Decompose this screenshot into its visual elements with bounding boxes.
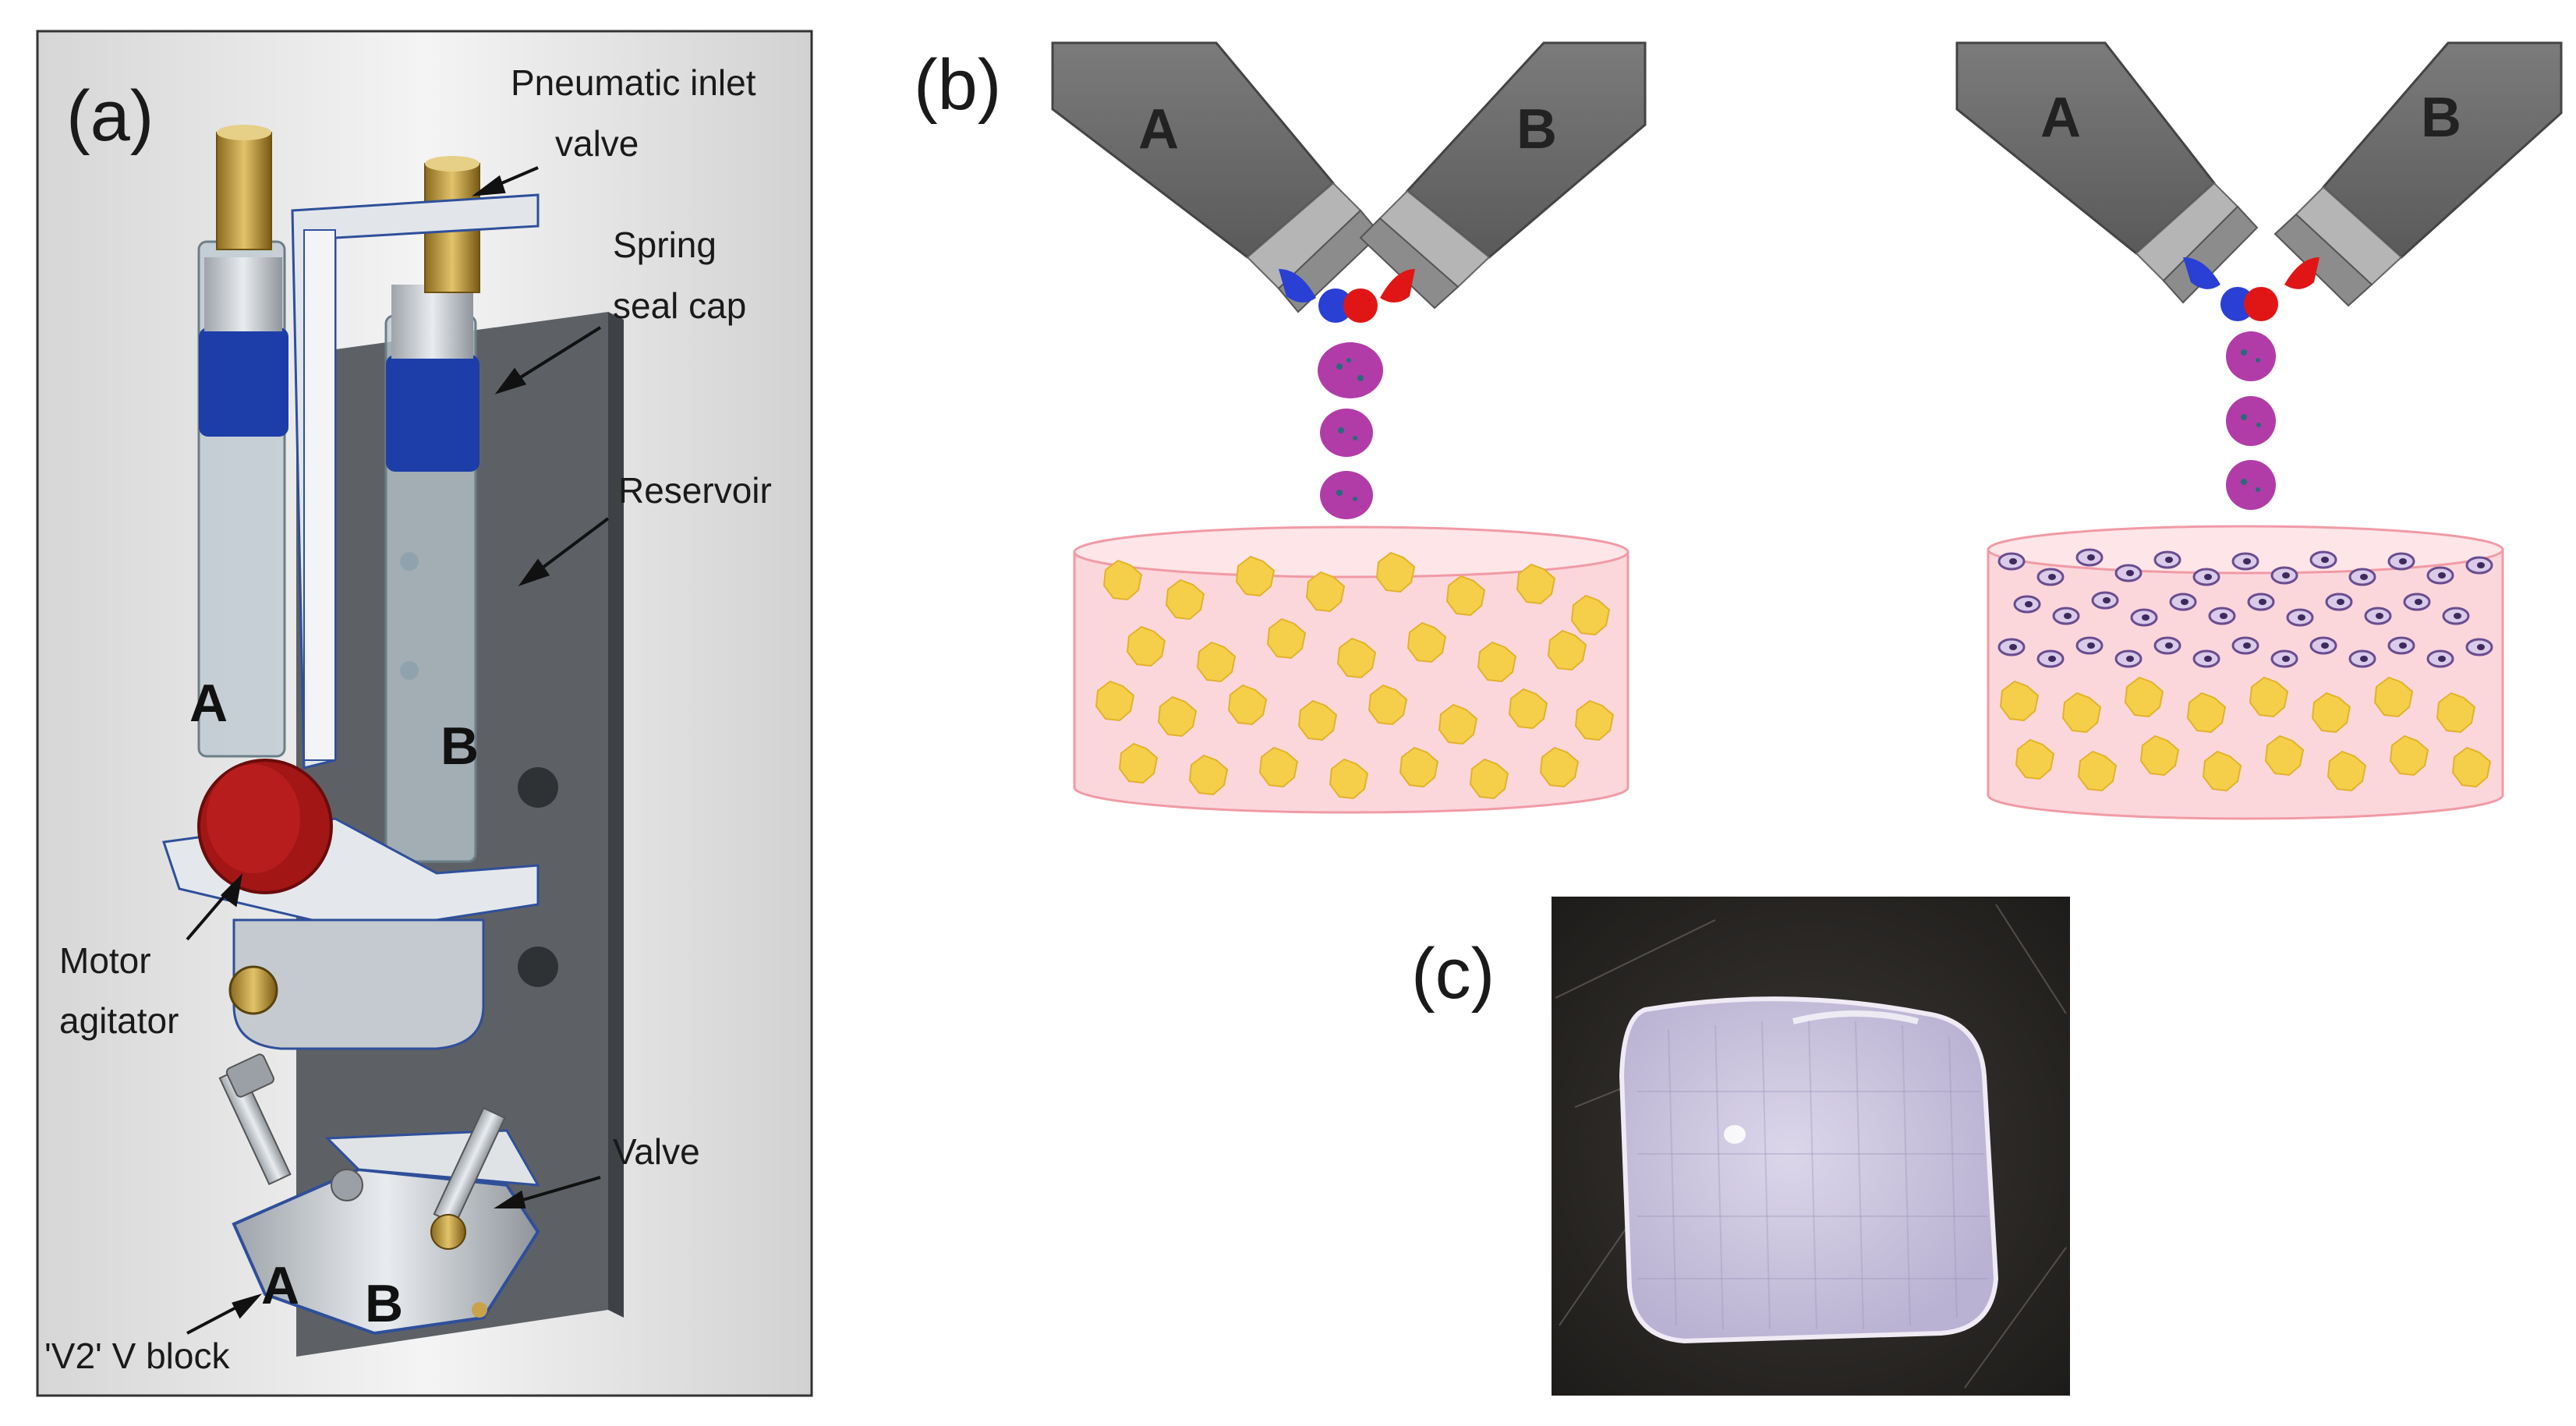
- droplet-a: [1318, 288, 1353, 323]
- gel-dish-right: [1987, 525, 2504, 820]
- nozzle-a-right: A: [1955, 41, 2259, 304]
- callout-arrows: [186, 166, 610, 1335]
- construct-grid: [1637, 1019, 1988, 1330]
- panel-a-label: (a): [66, 76, 154, 156]
- droplet-b: [1343, 288, 1378, 323]
- mount-hole: [518, 767, 558, 808]
- panel-b: (b) A B: [914, 41, 2563, 820]
- valve-label: Valve: [613, 1131, 700, 1172]
- ink-a-jet: [1279, 269, 1316, 303]
- nozzle-b-right-letter: B: [2421, 87, 2461, 149]
- motor-agitator-label-line1: Motor: [59, 940, 151, 981]
- block-b-letter: B: [365, 1274, 403, 1333]
- spring-cap-label-line2: seal cap: [613, 285, 746, 326]
- photo-fibers: [1555, 904, 2067, 1389]
- motor-gear: [228, 965, 278, 1015]
- nozzle-a-right-letter: A: [2040, 87, 2081, 149]
- block-a-letter: A: [261, 1256, 299, 1315]
- panel-b-label: (b): [914, 45, 1001, 125]
- nozzle-b-left: B: [1359, 41, 1647, 310]
- syringe-a-letter: A: [189, 674, 228, 733]
- print-scene-right: A B: [1955, 41, 2563, 820]
- merged-droplet: [1320, 409, 1373, 457]
- print-scene-left: A B: [1051, 41, 1647, 814]
- inlet-valve-a: [216, 132, 272, 250]
- gel-dish-left: [1073, 525, 1629, 814]
- v-block-label: 'V2' V block: [44, 1336, 230, 1376]
- panel-c-label: (c): [1411, 934, 1495, 1014]
- nozzle-a-left: A: [1051, 41, 1382, 313]
- reservoir-label: Reservoir: [618, 470, 772, 511]
- motor-agitator-label-line2: agitator: [59, 1000, 179, 1041]
- merged-droplet: [1320, 471, 1373, 519]
- spring-cap-label-line1: Spring: [613, 225, 717, 265]
- mount-hole: [518, 947, 558, 987]
- syringe-b-letter: B: [441, 717, 479, 776]
- inlet-valve-label-line1: Pneumatic inlet: [511, 62, 756, 103]
- syringe-b-seal-cap: [386, 355, 479, 472]
- panel-c: (c): [1411, 897, 2070, 1396]
- panel-a: (a) Pneumatic inlet valve Spring seal ca…: [36, 30, 813, 1397]
- nozzle-b-left-letter: B: [1516, 98, 1557, 161]
- syringe-a-seal-cap: [199, 327, 288, 437]
- motor-housing: [232, 918, 485, 1050]
- nozzle-b-right: B: [2273, 41, 2563, 307]
- specular-highlight: [1724, 1125, 1746, 1144]
- nozzle-a-left-letter: A: [1138, 98, 1179, 161]
- printed-construct: [1619, 996, 1999, 1344]
- merged-droplet: [1318, 342, 1383, 398]
- ink-b-jet: [1380, 269, 1415, 303]
- inlet-valve-label-line2: valve: [555, 123, 639, 164]
